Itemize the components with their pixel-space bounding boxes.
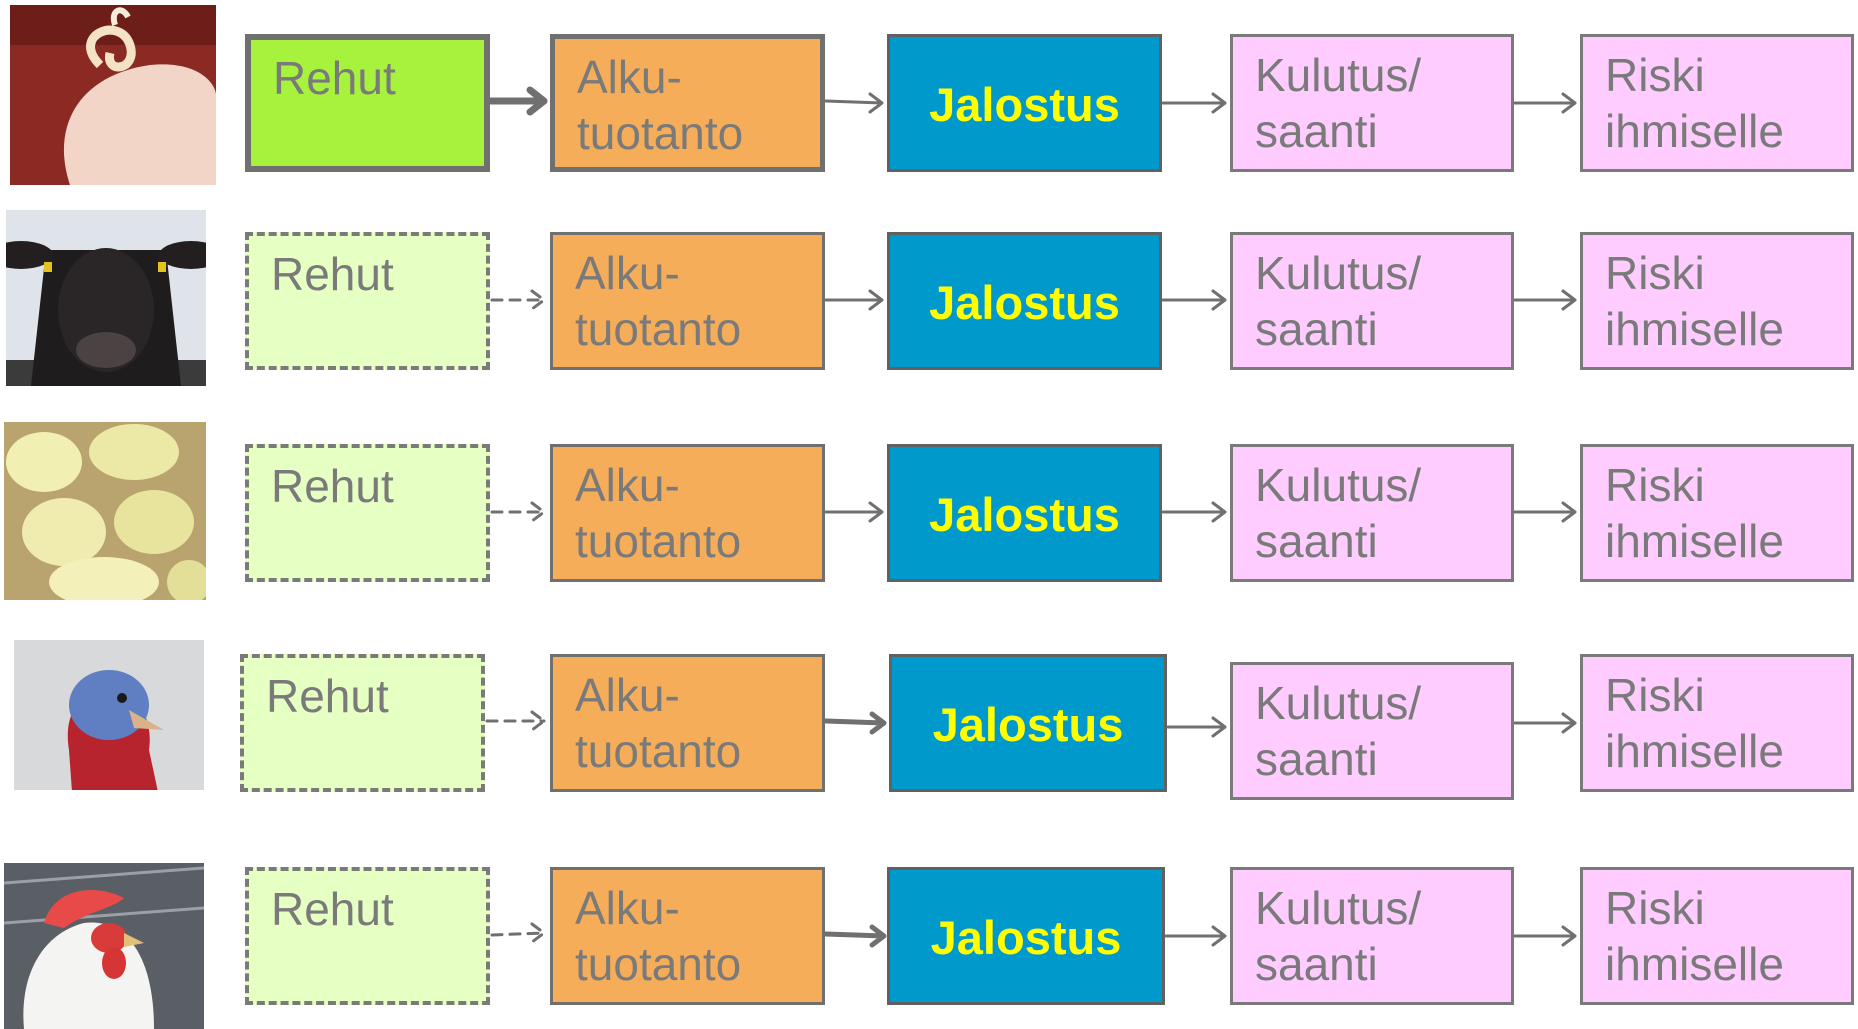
arrow-feed-to-primary [490, 289, 546, 311]
primary-production-box: Alku- tuotanto [550, 654, 825, 792]
arrow-primary-to-processing [824, 289, 884, 311]
arrow-processing-to-consumption [1161, 92, 1227, 114]
human-risk-label: Riski ihmiselle [1605, 247, 1784, 355]
consumption-label: Kulutus/ saanti [1255, 49, 1422, 157]
consumption-box: Kulutus/ saanti [1230, 34, 1514, 172]
primary-production-box: Alku- tuotanto [550, 867, 825, 1005]
arrow-feed-to-primary [487, 86, 548, 116]
arrow-processing-to-consumption [1166, 716, 1227, 738]
consumption-label: Kulutus/ saanti [1255, 459, 1422, 567]
feed-box: Rehut [245, 444, 490, 582]
human-risk-label: Riski ihmiselle [1605, 49, 1784, 157]
human-risk-box: Riski ihmiselle [1580, 34, 1854, 172]
arrow-consumption-to-risk [1513, 925, 1577, 947]
feed-box: Rehut [240, 654, 485, 792]
feed-label: Rehut [271, 248, 394, 300]
hen-photo [4, 863, 204, 1029]
chicks-photo [4, 422, 206, 600]
processing-box: Jalostus [887, 34, 1162, 172]
human-risk-box: Riski ihmiselle [1580, 654, 1854, 792]
primary-production-box: Alku- tuotanto [550, 444, 825, 582]
arrow-consumption-to-risk [1513, 501, 1577, 523]
consumption-label: Kulutus/ saanti [1255, 247, 1422, 355]
arrow-primary-to-processing [823, 924, 887, 948]
primary-production-label: Alku- tuotanto [577, 51, 744, 159]
primary-production-label: Alku- tuotanto [575, 882, 742, 990]
human-risk-label: Riski ihmiselle [1605, 882, 1784, 990]
processing-label: Jalostus [929, 488, 1120, 541]
human-risk-box: Riski ihmiselle [1580, 232, 1854, 370]
processing-box: Jalostus [887, 867, 1165, 1005]
turkey-photo [14, 640, 204, 820]
human-risk-label: Riski ihmiselle [1605, 459, 1784, 567]
primary-production-box: Alku- tuotanto [550, 232, 825, 370]
chain-row-turkey: Rehut Alku- tuotanto Jalostus Kulutus/ s… [0, 620, 1858, 820]
processing-box: Jalostus [889, 654, 1167, 792]
primary-production-label: Alku- tuotanto [575, 247, 742, 355]
chain-row-chicks: Rehut Alku- tuotanto Jalostus Kulutus/ s… [0, 408, 1858, 608]
chain-row-cow: Rehut Alku- tuotanto Jalostus Kulutus/ s… [0, 196, 1858, 396]
consumption-box: Kulutus/ saanti [1230, 867, 1514, 1005]
chain-row-pig: Rehut Alku- tuotanto Jalostus Kulutus/ s… [0, 0, 1858, 200]
primary-production-label: Alku- tuotanto [575, 669, 742, 777]
primary-production-box: Alku- tuotanto [550, 34, 825, 172]
primary-production-label: Alku- tuotanto [575, 459, 742, 567]
processing-label: Jalostus [929, 78, 1120, 131]
consumption-box: Kulutus/ saanti [1230, 444, 1514, 582]
human-risk-box: Riski ihmiselle [1580, 867, 1854, 1005]
arrow-consumption-to-risk [1513, 712, 1577, 734]
arrow-primary-to-processing [824, 92, 884, 114]
arrow-feed-to-primary [490, 922, 546, 944]
feed-label: Rehut [271, 883, 394, 935]
arrow-processing-to-consumption [1161, 289, 1227, 311]
arrow-feed-to-primary [490, 501, 546, 523]
arrow-primary-to-processing [823, 711, 887, 735]
feed-label: Rehut [266, 670, 389, 722]
chain-row-hen: Rehut Alku- tuotanto Jalostus Kulutus/ s… [0, 829, 1858, 1029]
consumption-label: Kulutus/ saanti [1255, 882, 1422, 990]
cow-photo [6, 210, 206, 386]
arrow-consumption-to-risk [1513, 289, 1577, 311]
processing-label: Jalostus [929, 276, 1120, 329]
processing-label: Jalostus [930, 911, 1122, 964]
processing-box: Jalostus [887, 232, 1162, 370]
feed-box: Rehut [245, 232, 490, 370]
arrow-processing-to-consumption [1164, 925, 1227, 947]
human-risk-box: Riski ihmiselle [1580, 444, 1854, 582]
consumption-box: Kulutus/ saanti [1230, 662, 1514, 800]
pig-photo [10, 5, 216, 185]
arrow-consumption-to-risk [1513, 92, 1577, 114]
consumption-box: Kulutus/ saanti [1230, 232, 1514, 370]
feed-label: Rehut [271, 460, 394, 512]
human-risk-label: Riski ihmiselle [1605, 669, 1784, 777]
processing-label: Jalostus [932, 698, 1124, 751]
arrow-primary-to-processing [824, 501, 884, 523]
feed-box: Rehut [245, 34, 490, 172]
arrow-feed-to-primary [485, 710, 546, 732]
feed-label: Rehut [273, 52, 396, 104]
arrow-processing-to-consumption [1161, 501, 1227, 523]
feed-box: Rehut [245, 867, 490, 1005]
consumption-label: Kulutus/ saanti [1255, 677, 1422, 785]
processing-box: Jalostus [887, 444, 1162, 582]
